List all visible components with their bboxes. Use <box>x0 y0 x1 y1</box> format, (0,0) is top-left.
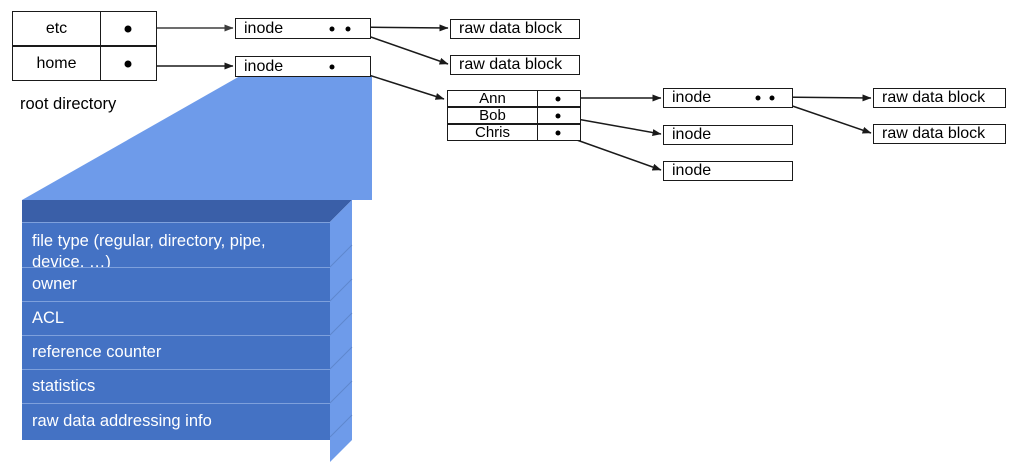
home-dir-entry-chris-name: Chris <box>448 124 538 141</box>
inode-field-owner: owner <box>22 267 330 301</box>
home-dir-entry-bob[interactable]: Bob <box>447 107 581 124</box>
raw-data-block-4-label: raw data block <box>882 125 986 142</box>
root-directory-caption: root directory <box>20 95 117 113</box>
block-right-face <box>330 200 352 462</box>
inode-detail-block: file type (regular, directory, pipe, dev… <box>0 188 380 464</box>
block-seam <box>329 278 353 302</box>
pointer-dot-icon <box>124 25 132 32</box>
inode-box-chris-label: inode <box>672 162 712 179</box>
inode-field-filetype-line2: device, …) <box>32 253 111 272</box>
raw-data-block-3[interactable]: raw data block <box>873 88 1006 108</box>
raw-data-block-4[interactable]: raw data block <box>873 124 1006 144</box>
block-seam <box>329 312 353 336</box>
inode-field-refcount: reference counter <box>22 335 330 369</box>
block-seam <box>329 346 353 370</box>
root-dir-entry-etc-name: etc <box>13 12 101 45</box>
pointer-dot-icon <box>329 64 335 69</box>
pointer-dot-icon <box>755 95 761 101</box>
home-dir-entry-ann-name: Ann <box>448 90 538 107</box>
pointer-dot-icon <box>124 60 132 67</box>
pointer-dot-icon <box>769 95 775 101</box>
pointer-dot-icon <box>555 113 561 118</box>
home-dir-entry-ann[interactable]: Ann <box>447 90 581 107</box>
home-dir-entry-bob-name: Bob <box>448 107 538 124</box>
inode-box-ann[interactable]: inode <box>663 88 793 108</box>
block-seam <box>329 244 353 268</box>
block-top-face <box>22 200 352 222</box>
inode-box-home[interactable]: inode <box>235 56 371 77</box>
inode-box-home-label: inode <box>244 57 284 75</box>
root-dir-entry-home-pointer <box>101 47 156 80</box>
inode-box-bob[interactable]: inode <box>663 125 793 145</box>
home-dir-entry-chris[interactable]: Chris <box>447 124 581 141</box>
inode-field-filetype-line1: file type (regular, directory, pipe, <box>32 232 266 250</box>
inode-field-row: file type (regular, directory, pipe, dev… <box>22 222 330 271</box>
inode-field-acl-label: ACL <box>32 308 65 327</box>
pointer-dot-icon <box>555 96 561 101</box>
inode-field-owner-label: owner <box>32 274 77 293</box>
inode-box-etc[interactable]: inode <box>235 18 371 39</box>
home-dir-entry-ann-pointer <box>538 91 580 106</box>
raw-data-block-2[interactable]: raw data block <box>450 55 580 75</box>
inode-box-bob-label: inode <box>672 126 712 143</box>
inode-box-etc-label: inode <box>244 19 284 37</box>
inode-box-ann-label: inode <box>672 89 712 106</box>
block-3d-faces <box>22 200 353 462</box>
root-dir-entry-home-name: home <box>13 47 101 80</box>
raw-data-block-1-label: raw data block <box>459 20 563 37</box>
pointer-dot-icon <box>345 26 351 31</box>
inode-field-acl: ACL <box>22 301 330 335</box>
inode-field-addressing: raw data addressing info <box>22 403 330 440</box>
inode-field-statistics: statistics <box>22 369 330 403</box>
inode-field-refcount-label: reference counter <box>32 342 162 361</box>
raw-data-block-1[interactable]: raw data block <box>450 19 580 39</box>
home-dir-entry-chris-pointer <box>538 125 580 140</box>
block-seam <box>329 380 353 404</box>
pointer-dot-icon <box>329 26 335 31</box>
raw-data-block-3-label: raw data block <box>882 89 986 106</box>
home-dir-entry-bob-pointer <box>538 108 580 123</box>
inode-field-statistics-label: statistics <box>32 376 96 395</box>
raw-data-block-2-label: raw data block <box>459 56 563 73</box>
block-seam <box>329 414 353 438</box>
root-dir-entry-home[interactable]: home <box>12 46 157 81</box>
root-dir-entry-etc-pointer <box>101 12 156 45</box>
inode-box-chris[interactable]: inode <box>663 161 793 181</box>
inode-field-addressing-label: raw data addressing info <box>32 412 212 431</box>
root-dir-entry-etc[interactable]: etc <box>12 11 157 46</box>
pointer-dot-icon <box>555 130 561 135</box>
